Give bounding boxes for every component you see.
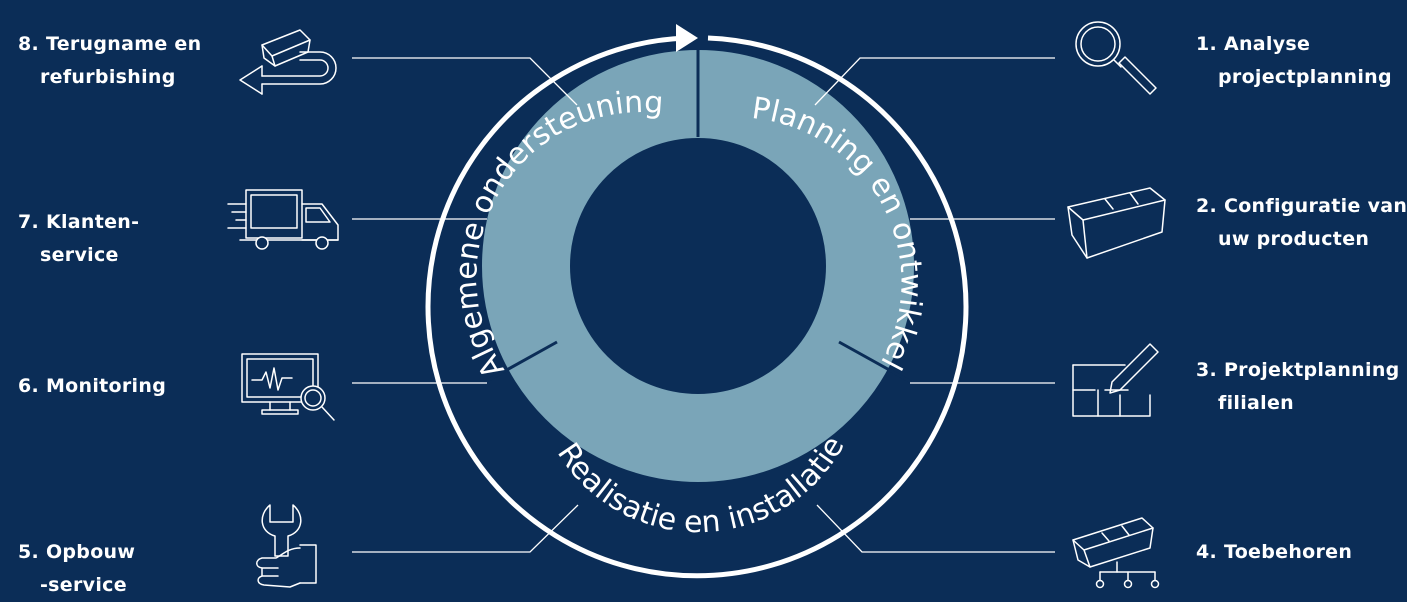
step-6-label: 6. Monitoring bbox=[18, 370, 166, 403]
ring-divider-right bbox=[838, 340, 912, 384]
connector-step-4 bbox=[816, 504, 1055, 553]
step-3-subtitle: filialen bbox=[1218, 392, 1294, 414]
floorplan-pencil-icon bbox=[1072, 343, 1159, 417]
step-7-subtitle: service bbox=[40, 244, 119, 266]
step-8-subtitle: refurbishing bbox=[40, 66, 176, 88]
step-4-label: 4. Toebehoren bbox=[1196, 536, 1352, 569]
monitor-search-icon bbox=[241, 353, 335, 421]
return-arrow-box-icon bbox=[239, 29, 337, 95]
step-5-label: 5. Opbouw -service bbox=[18, 536, 135, 602]
step-2-label: 2. Configuratie van uw producten bbox=[1196, 190, 1407, 256]
step-2-subtitle: uw producten bbox=[1218, 228, 1370, 250]
connector-step-5 bbox=[352, 504, 579, 553]
magnifier-icon bbox=[1075, 21, 1157, 95]
step-1-label: 1. Analyse projectplanning bbox=[1196, 28, 1392, 94]
shelf-box-icon bbox=[1067, 187, 1166, 259]
step-5-title: 5. Opbouw bbox=[18, 541, 136, 563]
connector-step-8 bbox=[352, 57, 578, 106]
step-6-title: 6. Monitoring bbox=[18, 375, 167, 397]
connector-step-1 bbox=[814, 57, 1055, 106]
cycle-arrow-line bbox=[425, 35, 969, 579]
step-1-subtitle: projectplanning bbox=[1218, 66, 1392, 88]
wrench-hand-icon bbox=[256, 504, 317, 588]
shelf-accessories-icon bbox=[1072, 517, 1160, 589]
step-7-title: 7. Klanten- bbox=[18, 211, 140, 233]
step-2-title: 2. Configuratie van bbox=[1196, 195, 1407, 217]
ring-divider-left bbox=[484, 340, 558, 384]
step-7-label: 7. Klanten- service bbox=[18, 206, 139, 272]
step-4-title: 4. Toebehoren bbox=[1196, 541, 1353, 563]
step-8-label: 8. Terugname en refurbishing bbox=[18, 28, 201, 94]
step-1-title: 1. Analyse bbox=[1196, 33, 1311, 55]
cycle-arrow-head bbox=[676, 24, 698, 52]
step-3-label: 3. Projektplanning filialen bbox=[1196, 354, 1400, 420]
step-3-title: 3. Projektplanning bbox=[1196, 359, 1400, 381]
step-8-title: 8. Terugname en bbox=[18, 33, 202, 55]
delivery-truck-icon bbox=[227, 189, 339, 250]
step-5-subtitle: -service bbox=[40, 574, 127, 596]
